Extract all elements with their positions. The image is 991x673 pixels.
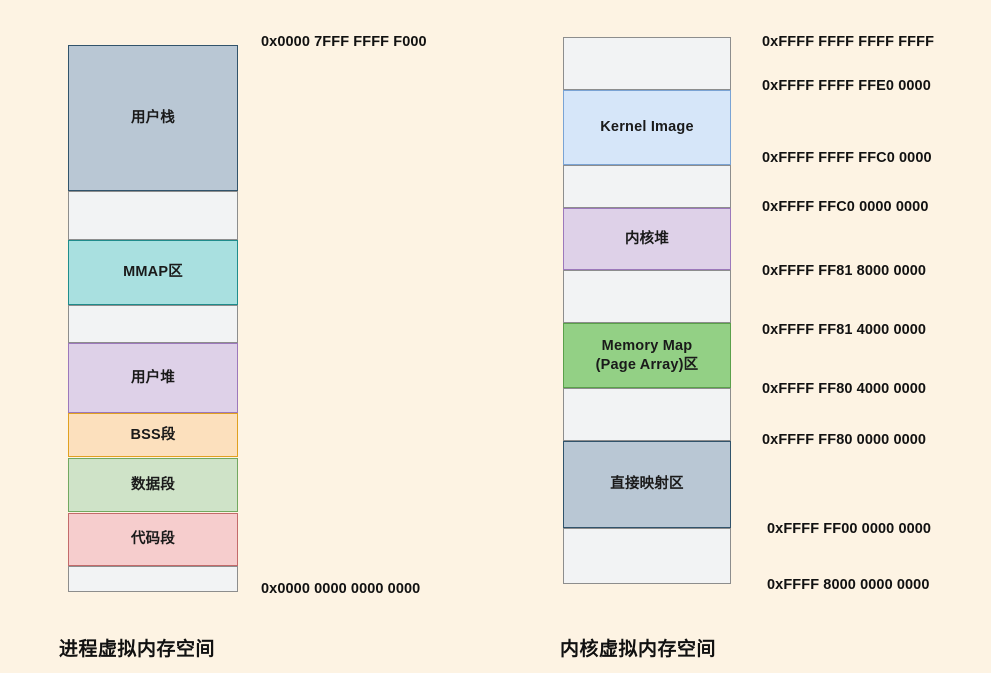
memory-block-user-stack: 用户栈 [68,45,238,191]
memory-block-label: BSS段 [130,426,176,443]
address-label-kaddr-8: 0xFFFF FF80 0000 0000 [762,432,927,448]
address-label-proc-addr-top: 0x0000 7FFF FFFF F000 [261,34,427,50]
memory-block-label: 代码段 [130,531,176,548]
memory-block-label: 数据段 [130,476,176,493]
address-label-kaddr-7: 0xFFFF FF80 4000 0000 [762,381,927,397]
memory-block-gap-3 [68,566,238,592]
memory-block-label: 直接映射区 [610,476,684,493]
memory-block-bss-segment: BSS段 [68,413,238,457]
memory-block-label: 用户堆 [130,369,176,386]
memory-block-gap-2 [68,305,238,343]
memory-block-kernel-image: Kernel Image [563,90,731,165]
address-label-proc-addr-bottom: 0x0000 0000 0000 0000 [261,581,421,597]
memory-block-label: 内核堆 [624,230,670,247]
address-label-kaddr-3: 0xFFFF FFFF FFC0 0000 [762,150,932,166]
address-label-kaddr-4: 0xFFFF FFC0 0000 0000 [762,199,929,215]
memory-block-kernel-gap-2 [563,270,731,323]
memory-block-kernel-gap-3 [563,388,731,441]
memory-block-mmap-area: MMAP区 [68,240,238,305]
address-label-kaddr-6: 0xFFFF FF81 4000 0000 [762,322,927,338]
memory-block-direct-mapping: 直接映射区 [563,441,731,528]
memory-block-gap-1 [68,191,238,240]
memory-block-label: 用户栈 [130,109,176,126]
address-label-kaddr-10: 0xFFFF 8000 0000 0000 [767,577,930,593]
memory-block-kernel-heap: 内核堆 [563,208,731,270]
memory-block-user-heap: 用户堆 [68,343,238,413]
address-label-kaddr-9: 0xFFFF FF00 0000 0000 [767,521,932,537]
memory-block-kernel-gap-1 [563,165,731,208]
address-label-kaddr-5: 0xFFFF FF81 8000 0000 [762,263,927,279]
process-space-caption: 进程虚拟内存空间 [59,639,216,660]
address-label-kaddr-1: 0xFFFF FFFF FFFF FFFF [762,34,935,50]
memory-block-data-segment: 数据段 [68,458,238,512]
memory-block-code-segment: 代码段 [68,513,238,566]
memory-block-kernel-gap-top [563,37,731,90]
kernel-space-caption: 内核虚拟内存空间 [560,639,717,660]
memory-block-memory-map-area: Memory Map (Page Array)区 [563,323,731,388]
memory-block-kernel-gap-bottom [563,528,731,584]
memory-block-label: Kernel Image [600,119,694,136]
memory-block-label: Memory Map (Page Array)区 [595,338,699,373]
address-label-kaddr-2: 0xFFFF FFFF FFE0 0000 [762,78,931,94]
memory-block-label: MMAP区 [123,264,183,281]
